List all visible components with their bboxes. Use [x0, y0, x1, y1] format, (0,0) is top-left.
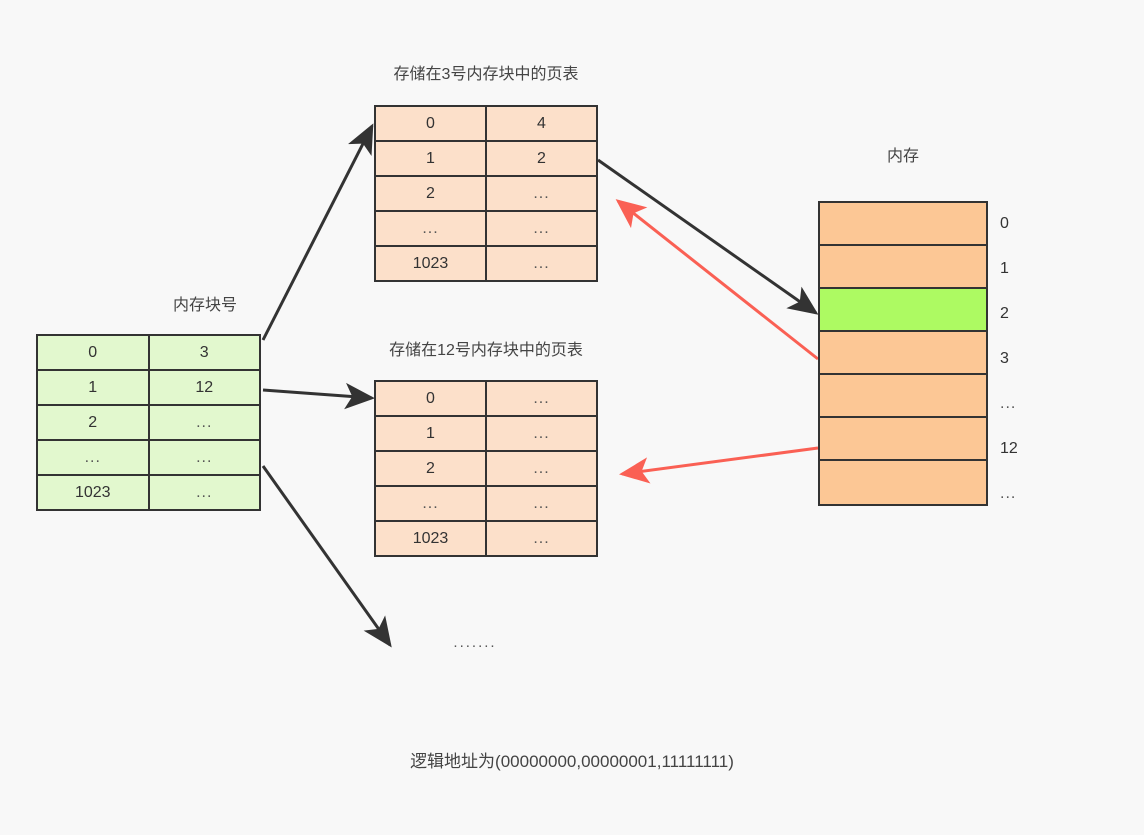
pt1-row-4-block: ...	[485, 245, 598, 282]
table-row: 1023 ...	[36, 474, 261, 511]
table-row: 0 ...	[374, 380, 598, 417]
page-table-2-caption: 存储在12号内存块中的页表	[389, 342, 583, 359]
arrow-outer-to-pagetable1	[261, 123, 374, 341]
memory-label-6: ...	[1000, 485, 1017, 502]
memory-block-4	[820, 375, 986, 418]
table-row: 1 ...	[374, 415, 598, 452]
page-table-2-body: 0 ... 1 ... 2 ... ... ... 1023 ...	[374, 380, 598, 557]
outer-row-3-block: ...	[147, 439, 261, 476]
pt2-row-3-block: ...	[485, 485, 598, 522]
memory-block-0	[820, 203, 986, 246]
more-page-tables-ellipsis: .......	[453, 634, 497, 651]
arrow-outer-to-more	[261, 465, 392, 648]
table-row: ... ...	[374, 485, 598, 522]
memory-block-1	[820, 246, 986, 289]
table-row: 1023 ...	[374, 245, 598, 282]
outer-row-3-index: ...	[36, 439, 150, 476]
memory-block-6	[820, 461, 986, 504]
pt2-row-0-block: ...	[485, 380, 598, 417]
outer-row-2-block: ...	[147, 404, 261, 441]
outer-row-1-index: 1	[36, 369, 150, 406]
outer-row-0-index: 0	[36, 334, 150, 371]
memory-block-2-highlighted	[820, 289, 986, 332]
outer-table-header-label: 内存块号	[172, 297, 237, 314]
arrow-outer-to-pagetable2	[262, 382, 375, 410]
page-table-1-caption: 存储在3号内存块中的页表	[393, 66, 579, 83]
table-row: 2 ...	[374, 175, 598, 212]
pt1-row-1-block: 2	[485, 140, 598, 177]
table-row: ... ...	[374, 210, 598, 247]
memory-block-3	[820, 332, 986, 375]
pt1-row-1-index: 1	[374, 140, 487, 177]
pt2-row-2-block: ...	[485, 450, 598, 487]
memory-label-3: 3	[1000, 350, 1009, 367]
page-table-1-body: 0 4 1 2 2 ... ... ... 1023 ...	[374, 105, 598, 282]
table-row: 0 3	[36, 334, 261, 371]
logical-address-note: 逻辑地址为(00000000,00000001,11111111)	[410, 752, 734, 771]
pt2-row-3-index: ...	[374, 485, 487, 522]
memory-column	[818, 201, 988, 506]
outer-row-4-index: 1023	[36, 474, 150, 511]
table-row: 1 12	[36, 369, 261, 406]
memory-label-4: ...	[1000, 395, 1017, 412]
outer-page-table: 0 3 1 12 2 ... ... ... 1023 ...	[36, 334, 261, 511]
pt2-row-0-index: 0	[374, 380, 487, 417]
pt2-row-4-block: ...	[485, 520, 598, 557]
pt1-row-2-index: 2	[374, 175, 487, 212]
table-row: 1 2	[374, 140, 598, 177]
outer-row-0-block: 3	[147, 334, 261, 371]
outer-row-4-block: ...	[147, 474, 261, 511]
memory-label-2: 2	[1000, 305, 1009, 322]
pt1-row-2-block: ...	[485, 175, 598, 212]
outer-page-table-body: 0 3 1 12 2 ... ... ... 1023 ...	[36, 334, 261, 511]
table-row: 1023 ...	[374, 520, 598, 557]
memory-label-5: 12	[1000, 440, 1018, 457]
pt1-row-3-block: ...	[485, 210, 598, 247]
memory-block-labels: 0 1 2 3 ... 12 ...	[1000, 201, 1060, 516]
outer-row-2-index: 2	[36, 404, 150, 441]
arrow-pagetable1-to-memory-block2	[597, 158, 819, 315]
table-row: ... ...	[36, 439, 261, 476]
pt1-row-0-block: 4	[485, 105, 598, 142]
page-table-2: 0 ... 1 ... 2 ... ... ... 1023 ...	[374, 380, 598, 557]
pt1-row-3-index: ...	[374, 210, 487, 247]
memory-label-1: 1	[1000, 260, 1009, 277]
pt1-row-4-index: 1023	[374, 245, 487, 282]
pt2-row-1-block: ...	[485, 415, 598, 452]
memory-block-5	[820, 418, 986, 461]
pt1-row-0-index: 0	[374, 105, 487, 142]
table-row: 2 ...	[36, 404, 261, 441]
table-row: 2 ...	[374, 450, 598, 487]
table-row: 0 4	[374, 105, 598, 142]
arrow-memory-block12-to-pagetable2	[619, 446, 819, 484]
memory-caption: 内存	[886, 148, 919, 165]
memory-label-0: 0	[1000, 215, 1009, 232]
outer-row-1-block: 12	[147, 369, 261, 406]
arrow-memory-block3-to-pagetable1	[615, 199, 819, 361]
pt2-row-4-index: 1023	[374, 520, 487, 557]
pt2-row-2-index: 2	[374, 450, 487, 487]
pt2-row-1-index: 1	[374, 415, 487, 452]
page-table-1: 0 4 1 2 2 ... ... ... 1023 ...	[374, 105, 598, 282]
